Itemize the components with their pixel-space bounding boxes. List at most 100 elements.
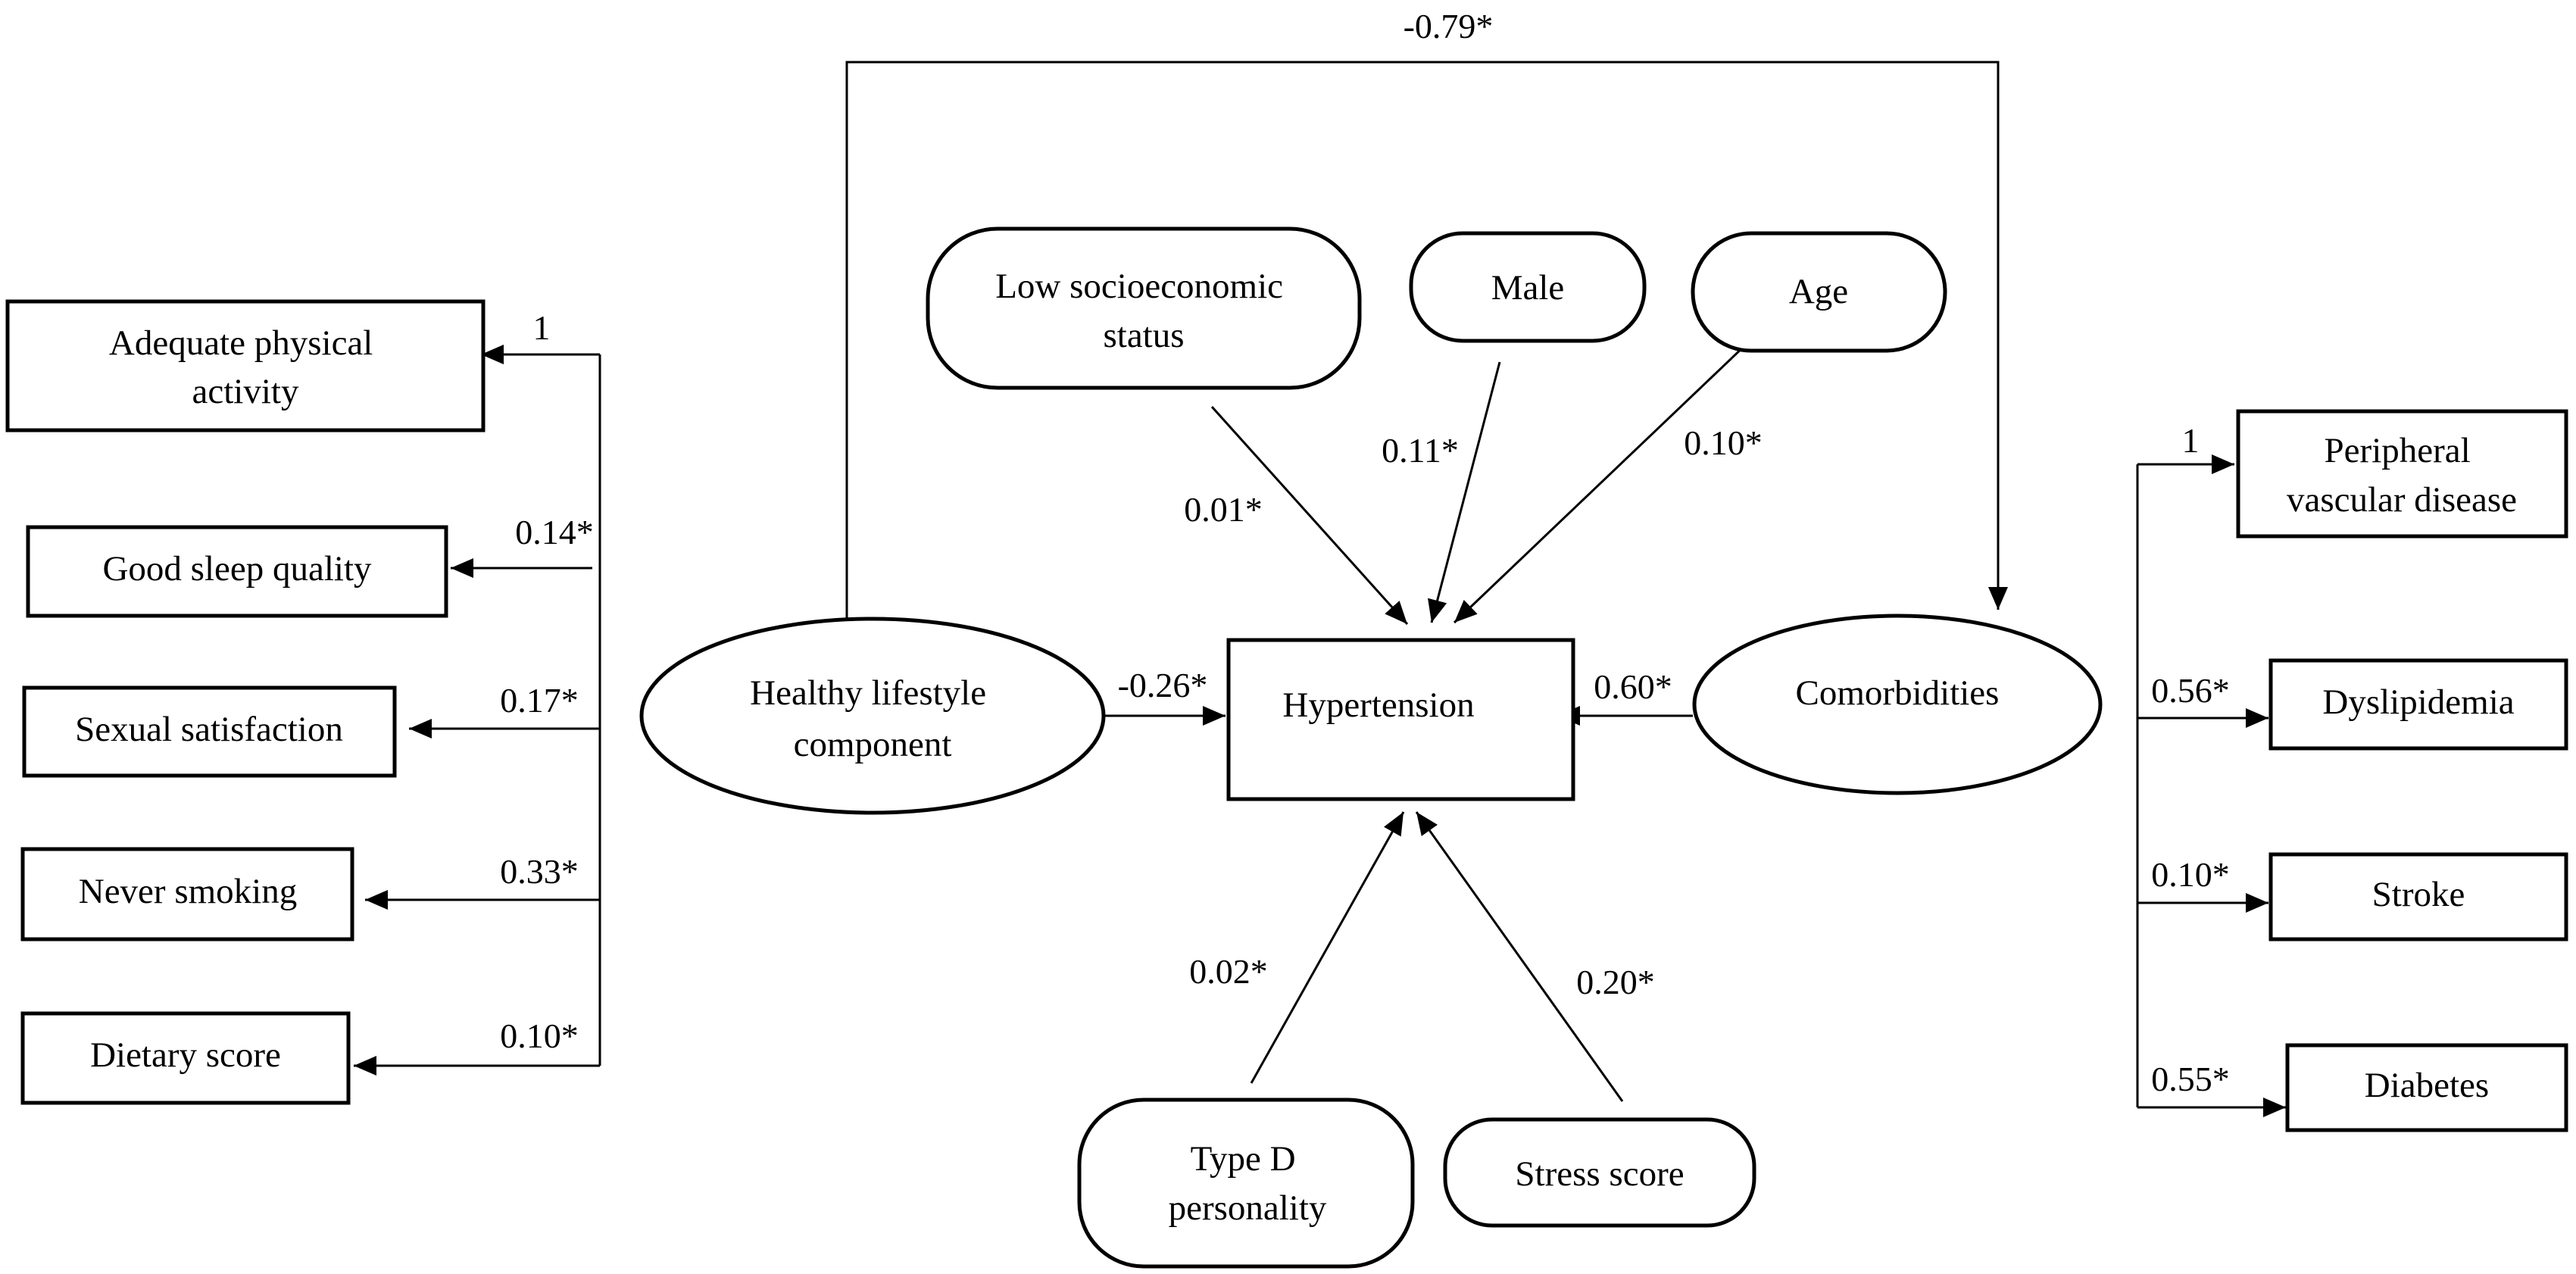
indicator-box <box>26 525 448 618</box>
covariate-box <box>1409 231 1647 343</box>
outcome-box <box>1226 638 1575 801</box>
svg-text:Stroke: Stroke <box>2372 875 2465 914</box>
node-never-smoking: Never smoking <box>20 847 354 941</box>
coefficients: -0.79* -0.26* 0.60* 0.01* 0.11* 0.10* 0.… <box>500 7 2230 1098</box>
node-label-line: Age <box>1789 272 1848 311</box>
coef-lifestyle-comorbidities: -0.79* <box>1404 7 1494 45</box>
node-type-d-personality: Type D personality <box>1077 1098 1415 1269</box>
node-label-line: Peripheral <box>2325 431 2471 470</box>
svg-text:Adequate physical acti: Adequate physical activity <box>109 323 382 411</box>
arrow-age-to-hypertension <box>1453 343 1747 624</box>
node-label-line: Type D <box>1191 1139 1296 1179</box>
node-stroke: Stroke <box>2268 852 2568 941</box>
node-label-line: Dietary score <box>90 1035 281 1075</box>
indicator-box <box>2285 1043 2568 1132</box>
arrow-stress-to-hypertension <box>1415 811 1624 1102</box>
node-label-line: Low socioeconomic <box>995 267 1283 306</box>
arrow-typed-to-hypertension <box>1250 811 1405 1084</box>
node-label-line: Male <box>1491 268 1565 308</box>
node-label-line: Healthy lifestyle <box>750 673 986 713</box>
node-label-line: status <box>1103 316 1184 355</box>
node-label-line: Hypertension <box>1282 685 1474 725</box>
nodes: Adequate physical activity Good sleep qu… <box>5 226 2568 1269</box>
node-label-line: Stress score <box>1515 1154 1684 1194</box>
svg-text:Never smoking: Never smoking <box>79 872 297 911</box>
svg-text:Good sleep quality: Good sleep quality <box>102 549 372 589</box>
coef-diabetes: 0.55* <box>2151 1060 2230 1098</box>
node-label-line: Stroke <box>2372 875 2465 914</box>
coef-stress-hypertension: 0.20* <box>1576 963 1655 1001</box>
arrow-ses-to-hypertension <box>1210 405 1409 626</box>
node-adequate-physical-activity: Adequate physical activity <box>5 299 486 432</box>
node-male: Male <box>1409 231 1647 343</box>
svg-text:Diabetes: Diabetes <box>2365 1066 2489 1105</box>
node-dietary-score: Dietary score <box>20 1011 351 1105</box>
covariate-box <box>1443 1117 1756 1228</box>
indicator-box <box>20 847 354 941</box>
svg-text:Stress score: Stress score <box>1515 1154 1684 1194</box>
node-label-line: Good sleep quality <box>102 549 372 589</box>
svg-text:Age: Age <box>1789 272 1848 311</box>
svg-text:Type D personality: Type D personality <box>1169 1139 1327 1228</box>
indicator-box <box>2236 409 2568 539</box>
svg-text:Dietary score: Dietary score <box>90 1035 281 1075</box>
coef-lifestyle-hypertension: -0.26* <box>1118 666 1208 704</box>
latent-ellipse <box>639 617 1106 815</box>
coef-dyslipidemia: 0.56* <box>2151 671 2230 710</box>
node-peripheral-vascular-disease: Peripheral vascular disease <box>2236 409 2568 539</box>
svg-text:Comorbidities: Comorbidities <box>1796 673 2000 713</box>
coef-typed-hypertension: 0.02* <box>1189 952 1268 991</box>
coef-dietary-score: 0.10* <box>500 1016 579 1055</box>
indicator-box <box>22 685 397 778</box>
node-low-socioeconomic-status: Low socioeconomic status <box>926 226 1362 390</box>
node-label-line: personality <box>1169 1188 1327 1228</box>
indicator-box <box>2268 852 2568 941</box>
node-label-line: Adequate physical <box>109 323 373 363</box>
covariate-box <box>1691 231 1947 353</box>
indicator-box <box>20 1011 351 1105</box>
node-comorbidities: Comorbidities <box>1692 614 2103 795</box>
svg-text:Dyslipidemia: Dyslipidemia <box>2322 682 2514 722</box>
node-label-line: activity <box>192 372 299 411</box>
svg-text:Peripheral vascular di: Peripheral vascular disease <box>2287 431 2517 520</box>
svg-text:Hypertension: Hypertension <box>1282 685 1474 725</box>
svg-text:Healthy lifestyle comp: Healthy lifestyle component <box>750 673 995 764</box>
path-lifestyle-to-comorbidities <box>845 61 2008 629</box>
coef-sleep-quality: 0.14* <box>515 513 594 551</box>
latent-ellipse <box>1692 614 2103 795</box>
node-dyslipidemia: Dyslipidemia <box>2268 658 2568 751</box>
node-stress-score: Stress score <box>1443 1117 1756 1228</box>
coef-comorbidities-hypertension: 0.60* <box>1594 667 1672 706</box>
node-good-sleep-quality: Good sleep quality <box>26 525 448 618</box>
covariate-box <box>1077 1098 1415 1269</box>
coef-male-hypertension: 0.11* <box>1382 431 1459 470</box>
svg-text:Low socioeconomic stat: Low socioeconomic status <box>995 267 1292 355</box>
arrow-male-to-hypertension <box>1428 361 1501 623</box>
node-label-line: Never smoking <box>79 872 297 911</box>
coef-physical-activity: 1 <box>533 308 551 347</box>
node-sexual-satisfaction: Sexual satisfaction <box>22 685 397 778</box>
node-label-line: vascular disease <box>2287 480 2517 520</box>
node-label-line: Dyslipidemia <box>2322 682 2514 722</box>
node-diabetes: Diabetes <box>2285 1043 2568 1132</box>
coef-sexual-satisfaction: 0.17* <box>500 681 579 720</box>
indicator-box <box>5 299 486 432</box>
svg-text:Sexual satisfaction: Sexual satisfaction <box>75 710 343 749</box>
svg-text:Male: Male <box>1491 268 1565 308</box>
node-label-line: component <box>794 725 952 764</box>
covariate-box <box>926 226 1362 390</box>
node-label-line: Diabetes <box>2365 1066 2489 1105</box>
node-healthy-lifestyle-component: Healthy lifestyle component <box>639 617 1106 815</box>
node-label-line: Sexual satisfaction <box>75 710 343 749</box>
coef-stroke: 0.10* <box>2151 855 2230 894</box>
coef-never-smoking: 0.33* <box>500 852 579 891</box>
coef-peripheral-vascular: 1 <box>2182 421 2200 460</box>
connectors <box>354 61 2286 1117</box>
coef-ses-hypertension: 0.01* <box>1184 490 1263 529</box>
node-hypertension: Hypertension <box>1226 638 1575 801</box>
node-age: Age <box>1691 231 1947 353</box>
node-label-line: Comorbidities <box>1796 673 2000 713</box>
coef-age-hypertension: 0.10* <box>1684 423 1763 462</box>
indicator-box <box>2268 658 2568 751</box>
